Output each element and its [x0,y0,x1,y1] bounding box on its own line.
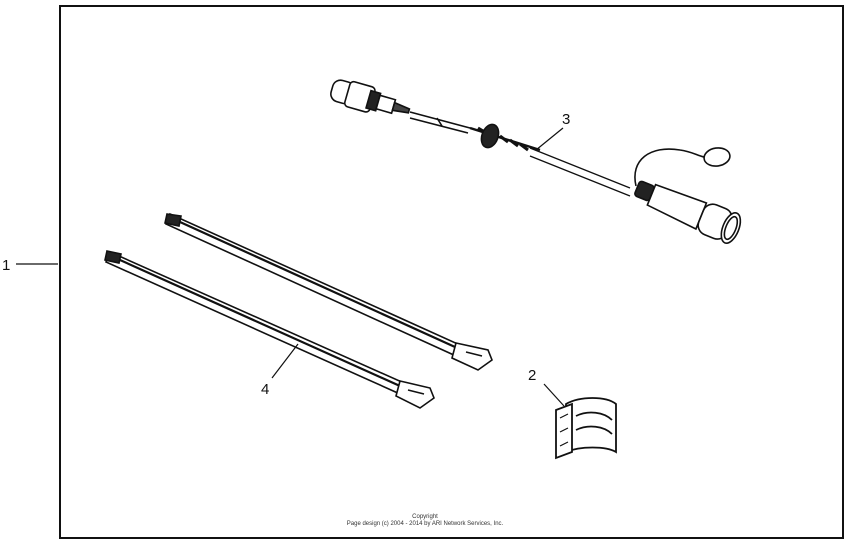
copyright-line-2: Page design (c) 2004 - 2014 by ARI Netwo… [347,521,504,527]
callout-1[interactable]: 1 [2,257,58,274]
callout-2-label: 2 [528,367,536,384]
clip-part [555,397,617,460]
cable-tie-upper [164,212,493,371]
callout-4[interactable]: 4 [261,343,299,398]
copyright-line-1: Copyright [412,514,438,520]
callout-4-label: 4 [261,381,269,398]
callout-2[interactable]: 2 [528,367,565,407]
callout-3-label: 3 [562,111,570,128]
wire-harness-part [330,79,742,244]
callout-1-label: 1 [2,257,10,274]
callout-3[interactable]: 3 [535,111,570,151]
diagram-frame [59,5,844,539]
cable-tie-lower [104,250,435,409]
